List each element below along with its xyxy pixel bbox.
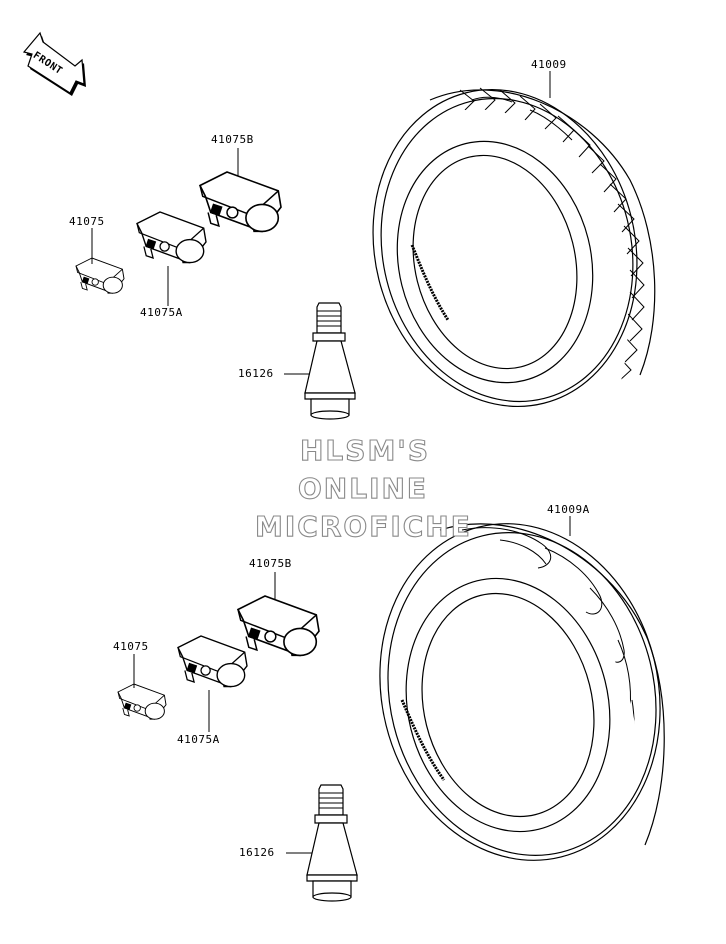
front-arrow-icon [22, 31, 86, 96]
part-label-41075-upper: 41075 [68, 215, 106, 228]
watermark-line-3: MICROFICHE [254, 510, 472, 543]
tire-41009A-illustration [379, 523, 665, 861]
tire-41009-illustration [372, 87, 656, 408]
part-label-41009: 41009 [530, 58, 568, 71]
part-label-41075A-upper: 41075A [139, 306, 184, 319]
weight-41075A-lower-illustration [177, 635, 248, 688]
weight-41075B-upper-illustration [199, 171, 282, 233]
part-label-41075B-upper: 41075B [210, 133, 255, 146]
weight-41075B-lower-illustration [237, 595, 320, 657]
part-label-16126-upper: 16126 [237, 367, 275, 380]
weight-41075-lower-illustration [117, 683, 167, 720]
watermark-line-2: ONLINE [297, 472, 429, 505]
part-label-41075B-lower: 41075B [248, 557, 293, 570]
weight-41075A-upper-illustration [136, 211, 207, 264]
part-label-16126-lower: 16126 [238, 846, 276, 859]
part-label-41009A: 41009A [546, 503, 591, 516]
weight-41075-upper-illustration [75, 257, 125, 294]
leader-lines [91, 70, 571, 854]
part-label-41075-lower: 41075 [112, 640, 150, 653]
valve-16126-upper-illustration [304, 302, 356, 420]
part-label-41075A-lower: 41075A [176, 733, 221, 746]
valve-16126-lower-illustration [306, 784, 358, 902]
watermark-line-1: HLSM'S [299, 434, 431, 467]
